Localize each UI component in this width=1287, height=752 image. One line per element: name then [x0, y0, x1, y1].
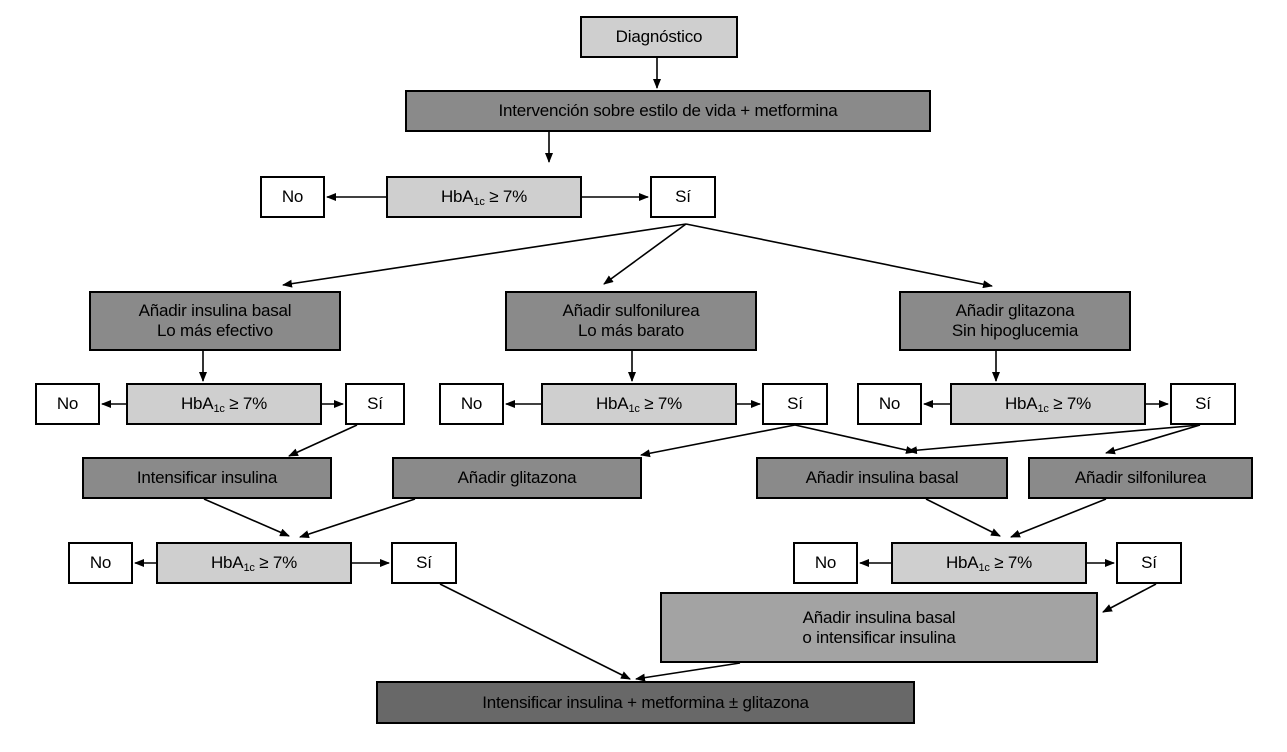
insulina-basal-option-label: Añadir insulina basal Lo más efectivo [138, 301, 292, 340]
glitazona-option-label: Añadir glitazona Sin hipoglucemia [951, 301, 1079, 340]
arrow-si-glitazona [685, 223, 993, 289]
hba1c-text: HbA [1004, 394, 1038, 413]
final-treatment-box: Intensificar insulina + metformina ± gli… [376, 681, 915, 724]
no-box-lower-right: No [793, 542, 858, 584]
arrow-insulina-hba1c [925, 498, 1001, 537]
no-label: No [281, 187, 304, 206]
hba1c-threshold: ≥ 7% [254, 553, 298, 572]
no-label: No [89, 553, 112, 572]
arrow-silfonilurea-hba1c [1010, 498, 1107, 538]
arrow-si-right-insulina [907, 424, 1201, 455]
arrow-basal-final [635, 662, 741, 682]
no-box-center: No [439, 383, 504, 425]
si-label: Sí [787, 394, 803, 413]
arrow-si-lower-left-final [439, 583, 631, 680]
hba1c-subscript: 1c [628, 403, 640, 415]
hba1c-threshold: ≥ 7% [639, 394, 683, 413]
anadir-glitazona-label: Añadir glitazona [457, 468, 577, 487]
hba1c-threshold: ≥ 7% [989, 553, 1033, 572]
hba1c-subscript: 1c [473, 196, 485, 208]
basal-o-intensificar-box: Añadir insulina basal o intensificar ins… [660, 592, 1098, 663]
si-label: Sí [416, 553, 432, 572]
intensificar-insulina-label: Intensificar insulina [136, 468, 278, 487]
si-label: Sí [367, 394, 383, 413]
si-box-center: Sí [762, 383, 828, 425]
no-box-top: No [260, 176, 325, 218]
hba1c-text: HbA [945, 553, 979, 572]
intensificar-insulina-box: Intensificar insulina [82, 457, 332, 499]
no-label: No [460, 394, 483, 413]
arrow-si-left-intensificar [288, 424, 358, 457]
hba1c-text: HbA [440, 187, 474, 206]
anadir-silfonilurea-box: Añadir silfonilurea [1028, 457, 1253, 499]
arrow-si-insulina-basal [282, 223, 687, 288]
basal-o-intensificar-label: Añadir insulina basal o intensificar ins… [802, 607, 956, 647]
hba1c-threshold: ≥ 7% [224, 394, 268, 413]
hba1c-text: HbA [210, 553, 244, 572]
glitazona-option-box: Añadir glitazona Sin hipoglucemia [899, 291, 1131, 351]
final-treatment-label: Intensificar insulina + metformina ± gli… [482, 692, 809, 712]
no-box-lower-left: No [68, 542, 133, 584]
si-box-lower-left: Sí [391, 542, 457, 584]
arrow-si-sulfonilurea [603, 223, 687, 285]
sulfonilurea-option-box: Añadir sulfonilurea Lo más barato [505, 291, 757, 351]
arrow-si-center-insulina [794, 424, 916, 454]
hba1c-subscript: 1c [243, 562, 255, 574]
no-label: No [56, 394, 79, 413]
arrow-glitazona-hba1c [299, 498, 416, 538]
si-label: Sí [1195, 394, 1211, 413]
arrow-si-center-glitazona [640, 424, 796, 458]
sulfonilurea-option-label: Añadir sulfonilurea Lo más barato [562, 301, 700, 340]
hba1c-text: HbA [595, 394, 629, 413]
arrow-si-lower-right-basal [1102, 583, 1157, 613]
arrow-intensificar-hba1c [203, 498, 290, 537]
hba1c-subscript: 1c [978, 562, 990, 574]
hba1c-threshold: ≥ 7% [1048, 394, 1092, 413]
hba1c-subscript: 1c [1037, 403, 1049, 415]
hba1c-text: HbA [180, 394, 214, 413]
si-box-lower-right: Sí [1116, 542, 1182, 584]
intervencion-box: Intervención sobre estilo de vida + metf… [405, 90, 931, 132]
no-box-left: No [35, 383, 100, 425]
arrow-si-right-silfonilurea [1105, 424, 1201, 455]
anadir-insulina-basal-box: Añadir insulina basal [756, 457, 1008, 499]
no-label: No [878, 394, 901, 413]
anadir-silfonilurea-label: Añadir silfonilurea [1074, 468, 1207, 487]
hba1c-threshold: ≥ 7% [484, 187, 528, 206]
insulina-basal-option-box: Añadir insulina basal Lo más efectivo [89, 291, 341, 351]
diagnostico-label: Diagnóstico [615, 27, 703, 46]
anadir-glitazona-box: Añadir glitazona [392, 457, 642, 499]
hba1c-subscript: 1c [213, 403, 225, 415]
si-label: Sí [675, 187, 691, 206]
intervencion-label: Intervención sobre estilo de vida + metf… [498, 101, 838, 120]
si-box-left: Sí [345, 383, 405, 425]
no-box-right: No [857, 383, 922, 425]
si-box-right: Sí [1170, 383, 1236, 425]
anadir-insulina-basal-label: Añadir insulina basal [805, 468, 959, 487]
si-label: Sí [1141, 553, 1157, 572]
si-box-top: Sí [650, 176, 716, 218]
no-label: No [814, 553, 837, 572]
diagnostico-box: Diagnóstico [580, 16, 738, 58]
